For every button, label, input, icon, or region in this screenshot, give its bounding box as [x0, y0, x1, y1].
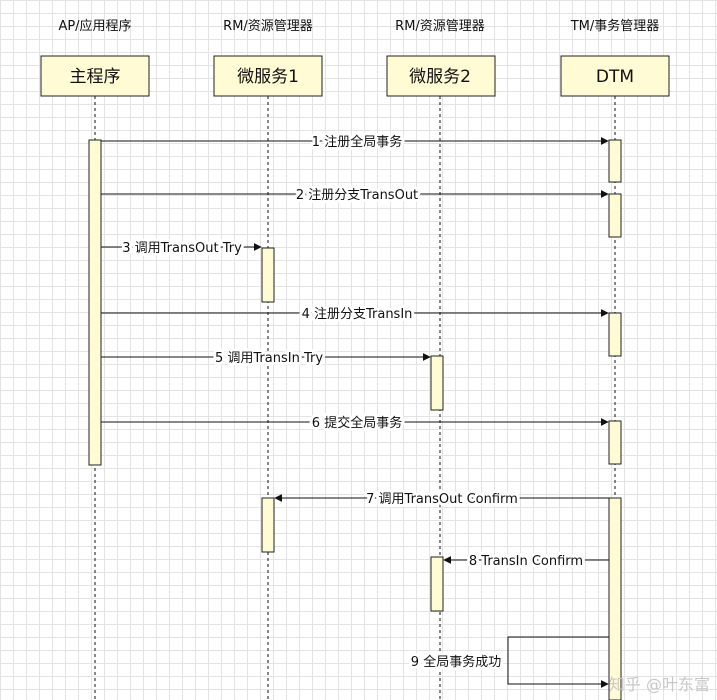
participant-box-dtm [560, 55, 670, 97]
activation-dtm-3 [608, 312, 622, 357]
message-label-5: 5 调用TransIn Try [215, 351, 323, 366]
participant-name-svc1: 微服务1 [237, 67, 299, 87]
participant-role-main: AP/应用程序 [58, 18, 131, 34]
message-label-7: 7 调用TransOut Confirm [366, 492, 518, 507]
message-arrow-9 [507, 636, 609, 688]
activation-svc2-confirm [430, 556, 444, 612]
participant-name-dtm: DTM [596, 67, 634, 87]
message-label-3: 3 调用TransOut Try [122, 241, 242, 256]
watermark: 知乎 @叶东富 [609, 675, 710, 694]
participant-name-svc2: 微服务2 [409, 67, 471, 87]
activation-svc1-confirm [261, 497, 275, 553]
message-label-8: 8 TransIn Confirm [469, 554, 583, 569]
participant-role-dtm: TM/事务管理器 [570, 18, 660, 34]
message-label-9: 9 全局事务成功 [411, 654, 501, 670]
activation-main [88, 139, 102, 466]
activation-dtm-4 [608, 420, 622, 465]
activation-dtm-5 [608, 497, 622, 700]
participant-box-main [40, 55, 150, 97]
participant-role-svc2: RM/资源管理器 [395, 19, 485, 34]
activation-dtm-1 [608, 139, 622, 183]
participant-box-svc1 [213, 55, 323, 97]
message-label-6: 6 提交全局事务 [312, 415, 402, 431]
message-label-2: 2 注册分支TransOut [296, 188, 418, 203]
activation-svc1-try [261, 247, 275, 303]
participant-box-svc2 [386, 55, 496, 97]
activation-dtm-2 [608, 193, 622, 238]
message-label-4: 4 注册分支TransIn [302, 307, 413, 322]
participant-role-svc1: RM/资源管理器 [223, 19, 313, 34]
message-label-1: 1 注册全局事务 [312, 134, 402, 150]
participant-name-main: 主程序 [70, 67, 121, 87]
activation-svc2-try [430, 355, 444, 411]
